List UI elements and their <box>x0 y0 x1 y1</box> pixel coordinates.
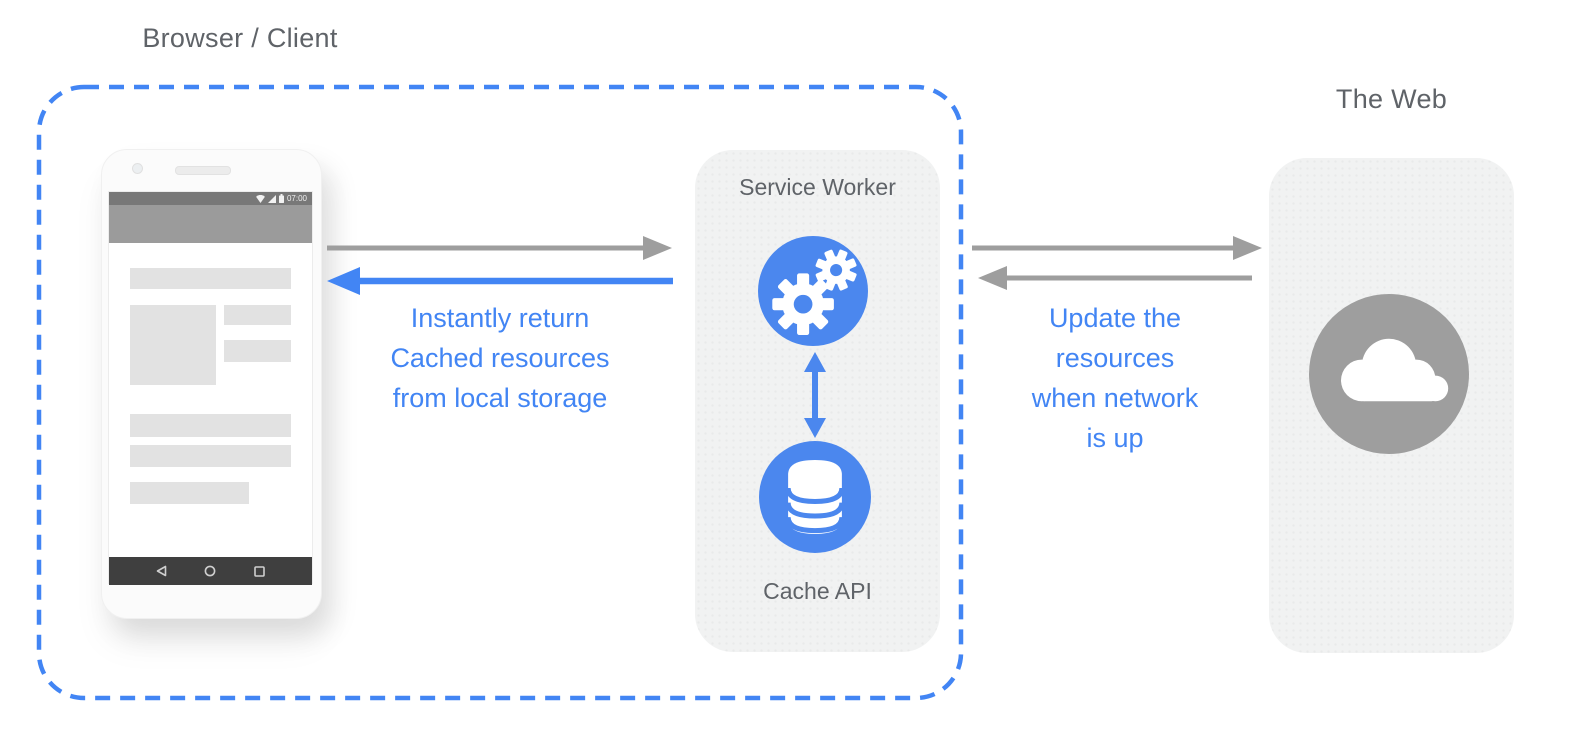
annotation-line: resources <box>1055 343 1175 373</box>
phone-status-bar: 07:00 <box>109 192 312 205</box>
annotation-line: Update the <box>1048 303 1182 333</box>
arrow-sw-to-phone <box>327 267 673 295</box>
browser-client-title: Browser / Client <box>142 23 338 53</box>
cloud-icon <box>1341 338 1449 402</box>
web-node <box>1309 294 1469 454</box>
arrow-phone-to-sw <box>327 236 672 260</box>
cache-return-annotation: Instantly return Cached resources from l… <box>320 298 680 418</box>
service-worker-label: Service Worker <box>739 174 896 200</box>
annotation-line: Cached resources <box>390 343 610 373</box>
battery-icon <box>278 194 284 203</box>
annotation-line: Instantly return <box>410 303 590 333</box>
content-placeholder <box>130 414 291 437</box>
database-icon <box>785 460 845 534</box>
cache-api-node <box>759 441 871 553</box>
status-time: 07:00 <box>286 193 307 203</box>
home-icon <box>205 565 216 577</box>
annotation-line: from local storage <box>392 383 608 413</box>
gears-icon <box>772 249 857 335</box>
annotation-line: is up <box>1086 423 1144 453</box>
cache-api-label: Cache API <box>763 578 872 604</box>
back-icon <box>156 565 167 577</box>
arrow-sw-to-web <box>972 236 1262 260</box>
phone-speaker <box>175 166 231 175</box>
content-placeholder <box>130 482 249 504</box>
phone-app-bar <box>109 205 312 243</box>
content-placeholder-image <box>130 305 216 385</box>
service-worker-panel: Service Worker <box>695 150 940 652</box>
arrow-web-to-sw <box>978 266 1252 290</box>
phone-camera-dot <box>132 163 143 174</box>
update-resources-annotation: Update the resources when network is up <box>965 298 1265 458</box>
wifi-icon <box>256 194 265 203</box>
content-placeholder <box>130 268 291 289</box>
annotation-line: when network <box>1031 383 1199 413</box>
the-web-title: The Web <box>1335 84 1448 114</box>
phone-nav-bar <box>109 557 312 585</box>
content-placeholder <box>224 305 291 325</box>
phone-screen: 07:00 <box>108 191 313 585</box>
signal-icon <box>267 194 276 203</box>
content-placeholder <box>130 445 291 467</box>
content-placeholder <box>224 340 291 362</box>
service-worker-node <box>758 236 868 346</box>
phone-mockup: 07:00 <box>101 149 322 619</box>
the-web-panel <box>1269 158 1514 653</box>
recents-icon <box>254 565 265 577</box>
